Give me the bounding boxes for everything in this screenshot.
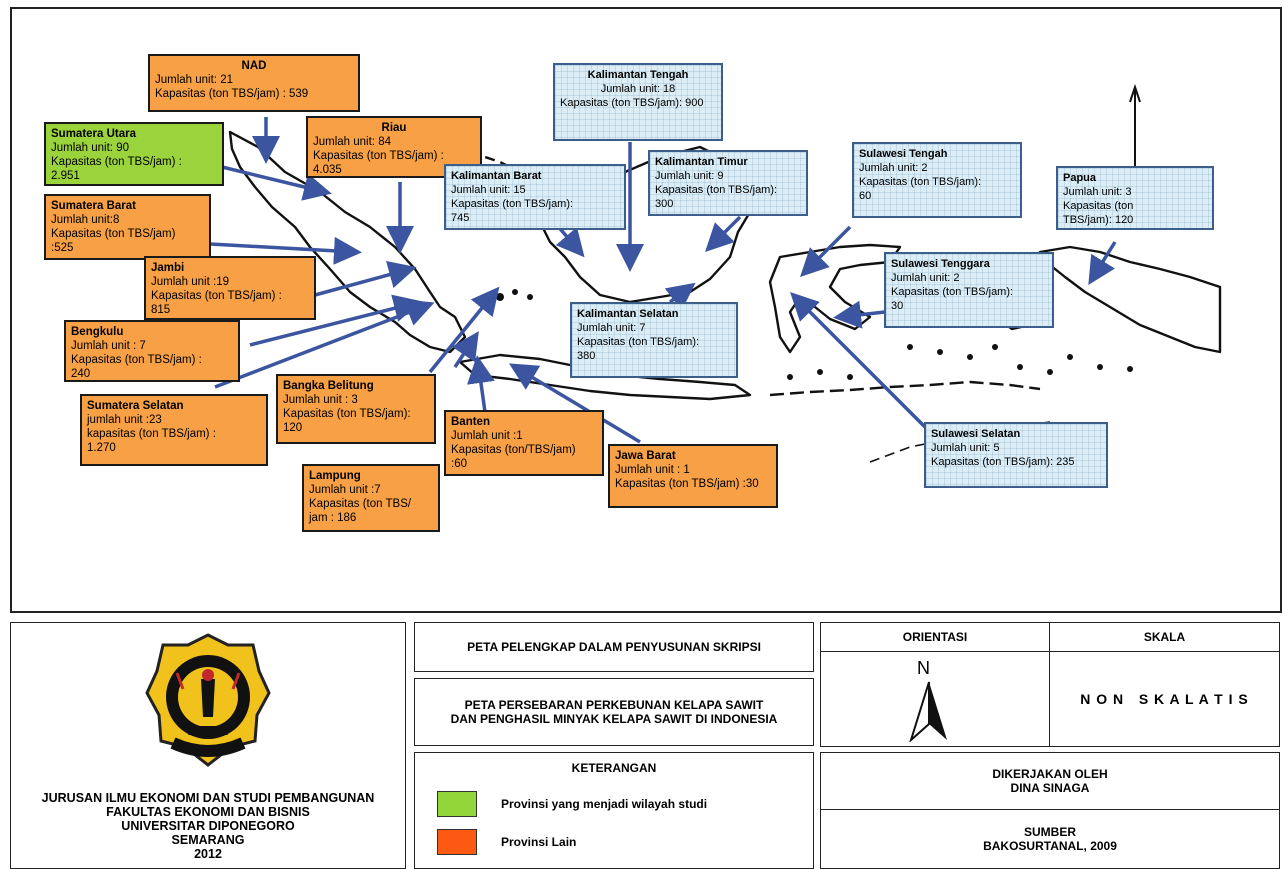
north-arrow-icon <box>909 681 947 742</box>
papua-island <box>1038 245 1222 354</box>
city-name: SEMARANG <box>171 833 245 847</box>
label-lampung: Lampung Jumlah unit :7 Kapasitas (ton TB… <box>302 464 440 532</box>
legend-title: KETERANGAN <box>571 761 657 775</box>
orientation-header: ORIENTASI <box>820 622 1050 652</box>
map-north-arrow <box>1122 83 1148 168</box>
label-kalimantan-selatan: Kalimantan Selatan Jumlah unit: 7 Kapasi… <box>570 302 738 378</box>
purpose-box: PETA PELENGKAP DALAM PENYUSUNAN SKRIPSI <box>414 622 814 672</box>
label-sulawesi-tengah: Sulawesi Tengah Jumlah unit: 2 Kapasitas… <box>852 142 1022 218</box>
label-sulawesi-tenggara: Sulawesi Tenggara Jumlah unit: 2 Kapasit… <box>884 252 1054 328</box>
legend-swatch-orange <box>437 829 477 855</box>
label-sumatera-utara: Sumatera Utara Jumlah unit: 90 Kapasitas… <box>44 122 224 186</box>
label-kalimantan-timur: Kalimantan Timur Jumlah unit: 9 Kapasita… <box>648 150 808 216</box>
scale-header: SKALA <box>1049 622 1280 652</box>
sumatra-island <box>228 130 467 354</box>
label-kalimantan-tengah: Kalimantan Tengah Jumlah unit: 18 Kapasi… <box>553 63 723 141</box>
label-bangka-belitung: Bangka Belitung Jumlah unit : 3 Kapasita… <box>276 374 436 444</box>
label-kalimantan-barat: Kalimantan Barat Jumlah unit: 15 Kapasit… <box>444 164 626 230</box>
scale-value-cell: N O N S K A L A T I S <box>1049 651 1280 747</box>
label-sumatera-selatan: Sumatera Selatan jumlah unit :23 kapasit… <box>80 394 268 466</box>
year: 2012 <box>194 847 222 861</box>
faculty-name: FAKULTAS EKONOMI DAN BISNIS <box>106 805 310 819</box>
university-seal-logo <box>145 633 271 767</box>
label-banten: Banten Jumlah unit :1 Kapasitas (ton/TBS… <box>444 410 604 476</box>
label-jambi: Jambi Jumlah unit :19 Kapasitas (ton TBS… <box>144 256 316 320</box>
north-letter: N <box>917 658 930 678</box>
label-riau: Riau Jumlah unit: 84 Kapasitas (ton TBS/… <box>306 116 482 178</box>
department-name: JURUSAN ILMU EKONOMI DAN STUDI PEMBANGUN… <box>41 791 375 805</box>
map-frame <box>10 7 1282 613</box>
map-title-box: PETA PERSEBARAN PERKEBUNAN KELAPA SAWIT … <box>414 678 814 746</box>
legend-item-study: Provinsi yang menjadi wilayah studi <box>437 791 707 817</box>
sulawesi-island <box>768 243 902 354</box>
label-sulawesi-selatan: Sulawesi Selatan Jumlah unit: 5 Kapasita… <box>924 422 1108 488</box>
indonesia-map <box>209 83 1222 463</box>
pointer-arrows <box>209 117 1117 444</box>
label-papua: Papua Jumlah unit: 3 Kapasitas (ton TBS/… <box>1056 166 1214 230</box>
label-jawa-barat: Jawa Barat Jumlah unit : 1 Kapasitas (to… <box>608 444 778 508</box>
orientation-cell: N <box>820 651 1050 747</box>
label-sumatera-barat: Sumatera Barat Jumlah unit:8 Kapasitas (… <box>44 194 211 260</box>
institution-text: JURUSAN ILMU EKONOMI DAN STUDI PEMBANGUN… <box>11 791 405 861</box>
source-cell: SUMBER BAKOSURTANAL, 2009 <box>820 809 1280 869</box>
label-bengkulu: Bengkulu Jumlah unit : 7 Kapasitas (ton … <box>64 320 240 382</box>
nusa-tenggara <box>769 380 1041 397</box>
legend-item-other: Provinsi Lain <box>437 829 576 855</box>
legend-swatch-green <box>437 791 477 817</box>
university-name: UNIVERSITAR DIPONEGORO <box>121 819 295 833</box>
made-by-cell: DIKERJAKAN OLEH DINA SINAGA <box>820 752 1280 810</box>
institution-box: JURUSAN ILMU EKONOMI DAN STUDI PEMBANGUN… <box>10 622 406 869</box>
legend-box: KETERANGAN Provinsi yang menjadi wilayah… <box>414 752 814 869</box>
label-nad: NAD Jumlah unit: 21 Kapasitas (ton TBS/j… <box>148 54 360 112</box>
